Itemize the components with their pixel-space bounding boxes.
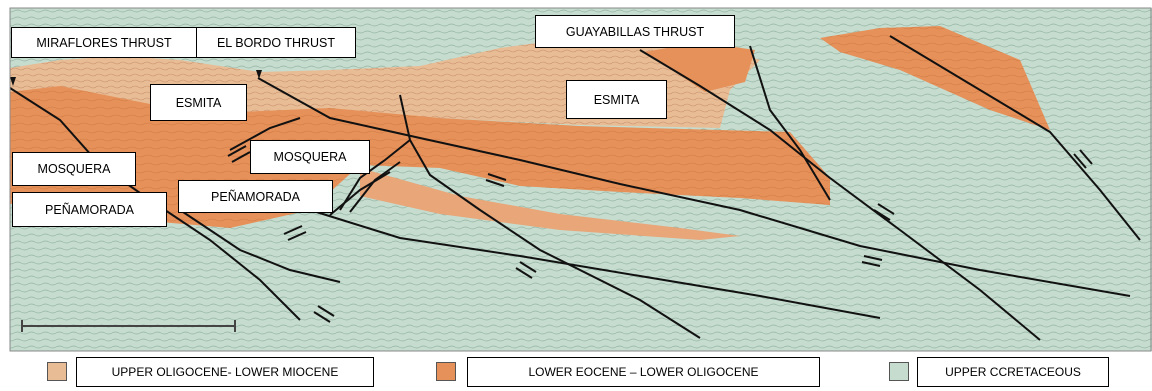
label-guayabillas-thrust: GUAYABILLAS THRUST <box>535 15 735 48</box>
label-esmita-left: ESMITA <box>150 84 247 121</box>
label-mosquera-left: MOSQUERA <box>12 152 136 186</box>
legend-swatch-upper-oligocene-lower-miocene <box>47 362 67 381</box>
label-penamorada-center: PEÑAMORADA <box>178 180 333 213</box>
legend-label-upper-cretaceous: UPPER CCRETACEOUS <box>917 357 1109 387</box>
label-esmita-right: ESMITA <box>566 80 667 119</box>
legend-label-lower-eocene-lower-oligocene: LOWER EOCENE – LOWER OLIGOCENE <box>467 357 820 387</box>
legend-label-upper-oligocene-lower-miocene: UPPER OLIGOCENE- LOWER MIOCENE <box>76 357 374 387</box>
label-miraflores-thrust: MIRAFLORES THRUST <box>11 27 197 58</box>
label-penamorada-left: PEÑAMORADA <box>12 192 167 227</box>
legend-swatch-upper-cretaceous <box>889 362 909 381</box>
label-el-bordo-thrust: EL BORDO THRUST <box>196 27 356 58</box>
legend-swatch-lower-eocene-lower-oligocene <box>436 362 456 381</box>
label-mosquera-center: MOSQUERA <box>250 140 370 174</box>
